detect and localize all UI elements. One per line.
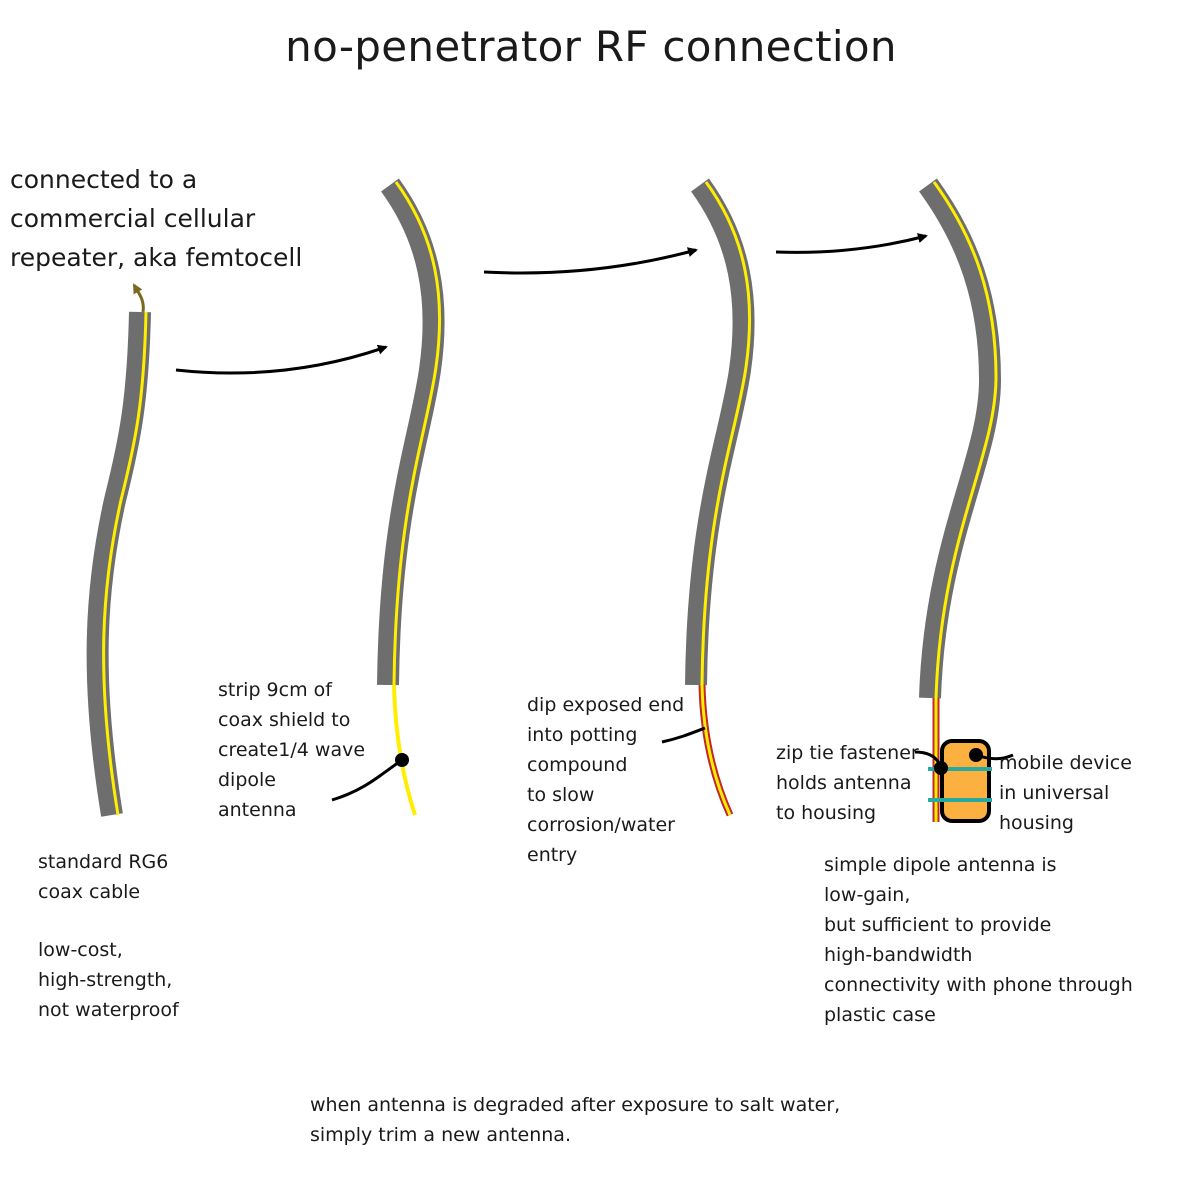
strip-callout-line [331,758,403,802]
center-conductor [102,311,148,816]
cable-jacket [86,311,151,817]
zip-callout-dot [934,761,948,775]
trim-note-label: when antenna is degraded after exposure … [310,1094,841,1146]
cable-jacket [685,178,755,686]
cable-jacket [377,178,445,686]
potted-antenna-core [700,684,732,816]
center-conductor [700,181,752,686]
femtocell-label: connected to a commercial cellular repea… [10,165,303,272]
zip-tie-label: zip tie fastener holds antenna to housin… [776,742,919,824]
potted-antenna [698,684,734,817]
strip-shield-label: strip 9cm of coax shield to create1/4 wa… [218,679,366,821]
center-conductor [392,181,442,686]
dipole-note-label: simple dipole antenna is low-gain, but s… [824,854,1133,1026]
dip-callout-line [661,726,706,744]
mobile-device-label: mobile device in universal housing [999,752,1132,834]
flow-arrow-2 [483,247,698,275]
flow-arrow-3 [775,233,928,254]
flow-arrow-1 [175,344,388,375]
mobile-callout-dot [969,748,983,762]
rg6-properties-label: low-cost, high-strength, not waterproof [38,939,179,1021]
center-conductor [932,181,998,699]
cable-jacket [919,178,1002,699]
exposed-dipole-antenna [392,684,417,816]
rg6-label: standard RG6 coax cable [38,851,169,903]
coax-cable-stage-1 [86,283,151,817]
coax-cable-stage-2 [331,178,445,816]
diagram-title: no-penetrator RF connection [285,22,897,71]
femtocell-connection-arrow [132,283,145,313]
coax-cable-stage-3 [661,178,755,817]
strip-callout-dot [395,753,409,767]
potting-compound-label: dip exposed end into potting compound to… [527,694,685,866]
coax-cable-stage-4 [914,178,1014,823]
